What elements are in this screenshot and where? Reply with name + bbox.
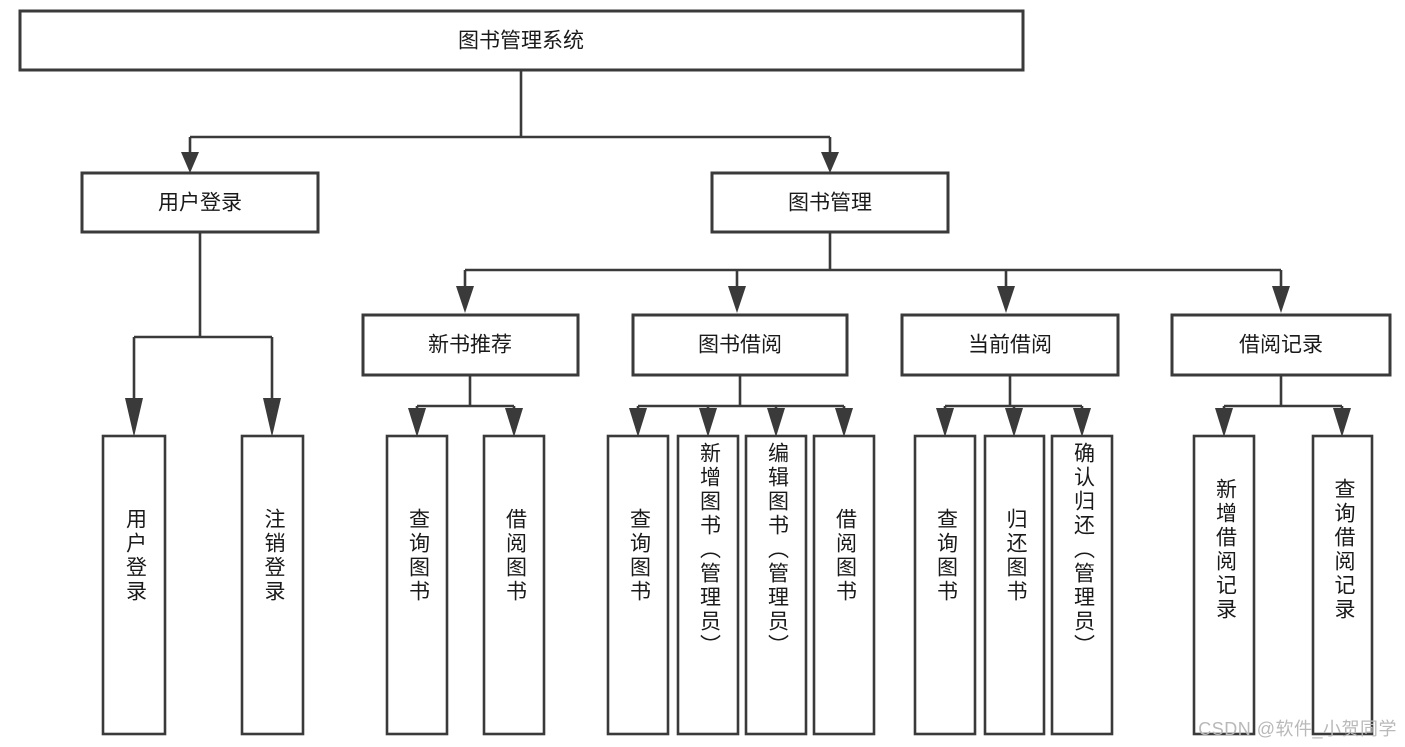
node-leaf-10-box[interactable] [1050,434,1114,736]
node-leaf-11-box[interactable] [1192,434,1256,736]
node-l2-2-label: 当前借阅 [968,334,1052,357]
arrow-head-icon [1215,408,1233,437]
node-leaf-4-box[interactable] [606,434,670,736]
watermark-text: CSDN @软件_小贺同学 [1198,719,1397,739]
node-root-label: 图书管理系统 [458,30,584,53]
node-leaf-0-box[interactable] [101,434,167,736]
arrow-head-icon [699,408,717,437]
node-leaf-2-box[interactable] [385,434,449,736]
node-leaf-5-box[interactable] [676,434,740,736]
arrow-head-icon [1272,286,1290,313]
arrow-head-icon [263,398,281,437]
node-l1-1-box[interactable] [710,171,950,234]
node-l2-2-box[interactable] [900,313,1120,377]
arrow-head-icon [821,152,839,173]
node-leaf-9-box[interactable] [983,434,1046,736]
node-leaf-1-box[interactable] [240,434,305,736]
node-leaf-12-box[interactable] [1311,434,1374,736]
node-l2-1-label: 图书借阅 [698,334,782,357]
arrow-head-icon [505,408,523,437]
arrow-head-icon [728,286,746,313]
node-l1-0-label: 用户登录 [158,192,242,215]
arrow-head-icon [936,408,954,437]
arrow-head-icon [1005,408,1023,437]
arrow-head-icon [456,286,474,313]
node-leaf-8-box[interactable] [913,434,977,736]
arrow-head-icon [1333,408,1351,437]
node-l2-0-label: 新书推荐 [428,334,512,357]
arrow-head-icon [181,152,199,173]
arrow-head-icon [1073,408,1091,437]
node-root-box[interactable] [18,9,1025,72]
node-leaf-6-box[interactable] [744,434,808,736]
node-leaf-3-box[interactable] [482,434,546,736]
node-l2-0-box[interactable] [361,313,580,377]
arrow-head-icon [125,398,143,437]
arrow-head-icon [997,286,1015,313]
node-l1-1-label: 图书管理 [788,192,872,215]
arrow-head-icon [408,408,426,437]
node-leaf-7-box[interactable] [812,434,876,736]
arrow-head-icon [835,408,853,437]
node-l2-3-label: 借阅记录 [1239,334,1323,357]
node-l2-1-box[interactable] [631,313,849,377]
node-l2-3-box[interactable] [1170,313,1392,377]
arrow-head-icon [629,408,647,437]
arrow-head-icon [767,408,785,437]
